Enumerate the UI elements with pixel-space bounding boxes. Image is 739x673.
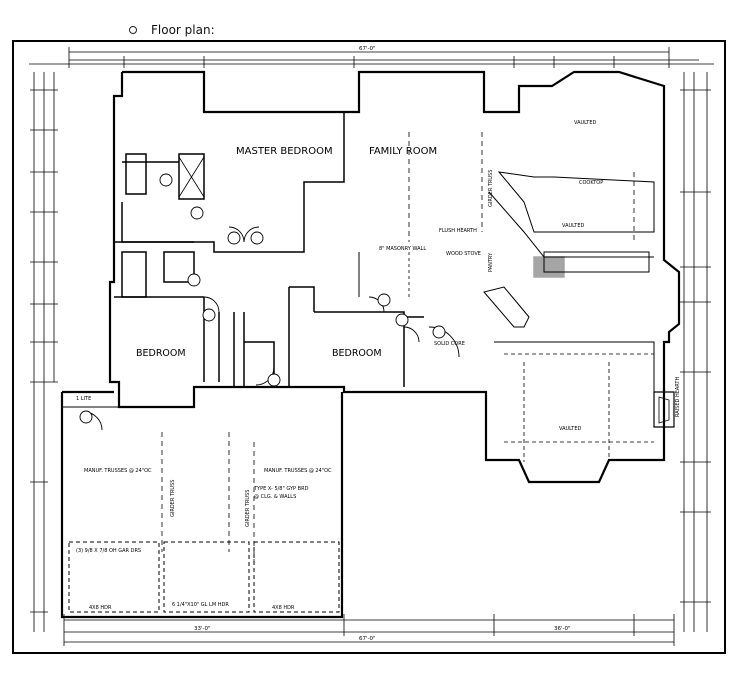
- note-girder-truss: GIRDER TRUSS: [488, 170, 494, 207]
- garage-doors: [68, 541, 340, 613]
- floor-plan-drawing: MASTER BEDROOM FAMILY ROOM BEDROOM BEDRO…: [29, 46, 714, 646]
- note-pantry: PANTRY: [488, 252, 494, 272]
- note-wood-stove: WOOD STOVE: [446, 251, 481, 257]
- note-garage-doors: (3) 9/8 X 7/8 OH GAR DRS: [76, 548, 141, 554]
- note-vaulted: VAULTED: [562, 223, 584, 229]
- room-label-master-bedroom: MASTER BEDROOM: [236, 146, 333, 157]
- note-vaulted: VAULTED: [574, 120, 596, 126]
- note-masonry-wall: 8" MASONRY WALL: [379, 246, 426, 252]
- note-manuf-trusses: MANUF. TRUSSES @ 24"OC: [84, 468, 152, 474]
- note-manuf-trusses: MANUF. TRUSSES @ 24"OC: [264, 468, 332, 474]
- room-label-bedroom-right: BEDROOM: [332, 348, 382, 359]
- note-type-x: TYPE X- 5/8" GYP BRD: [253, 486, 309, 492]
- room-label-family-room: FAMILY ROOM: [369, 146, 437, 157]
- note-header: 4X8 HDR: [272, 605, 295, 611]
- dimension-label: 67'-0": [359, 636, 376, 642]
- floor-plan-frame: MASTER BEDROOM FAMILY ROOM BEDROOM BEDRO…: [12, 40, 726, 654]
- note-cooktop: COOKTOP: [579, 180, 603, 186]
- note-solid-core: SOLID CORE: [434, 341, 465, 347]
- bullet-icon: [129, 26, 137, 34]
- note-header: 6 1/4"X10" GL LM HDR: [172, 602, 229, 608]
- note-vaulted: VAULTED: [559, 426, 581, 432]
- note-girder-truss: GIRDER TRUSS: [245, 490, 251, 527]
- note-raised-hearth: RAISED HEARTH: [675, 377, 681, 417]
- note-ceil-walls: @ CLG. & WALLS: [254, 494, 296, 500]
- room-label-bedroom-left: BEDROOM: [136, 348, 186, 359]
- floor-plan-caption: Floor plan:: [151, 23, 215, 37]
- note-lite: 1 LITE: [76, 396, 91, 402]
- note-flush-hearth: FLUSH HEARTH: [439, 228, 477, 234]
- note-header: 4X8 HDR: [89, 605, 112, 611]
- dimension-label: 67'-0": [359, 46, 376, 52]
- dimension-label: 36'-0": [554, 626, 571, 632]
- note-girder-truss: GIRDER TRUSS: [170, 480, 176, 517]
- exterior-walls: [60, 70, 681, 619]
- list-item: Floor plan:: [129, 21, 215, 39]
- dimension-label: 33'-0": [194, 626, 211, 632]
- interior-walls: [114, 112, 675, 462]
